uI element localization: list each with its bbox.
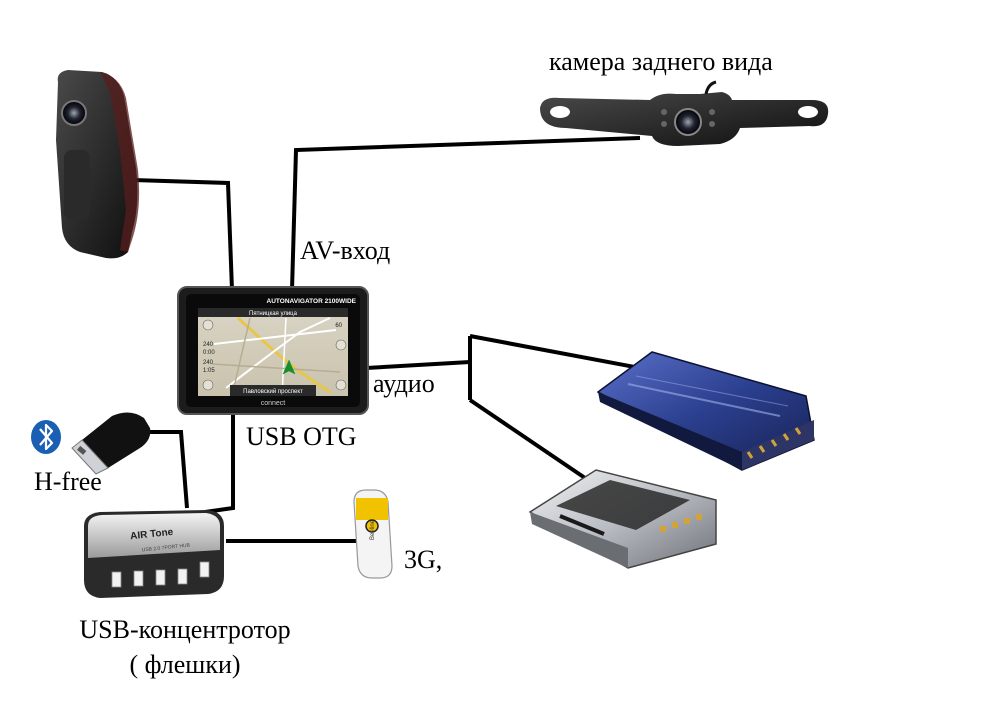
label-audio: аудио: [373, 369, 435, 398]
rear-camera-lens: [674, 108, 702, 136]
usb-port[interactable]: [111, 571, 122, 588]
label-av-input: AV-вход: [300, 236, 391, 265]
line-bluetooth-dongle: [147, 430, 189, 509]
blue-amplifier: [596, 351, 815, 471]
navigator-readout: 60: [335, 323, 342, 329]
line-amp-silver: [468, 398, 590, 482]
mini-camera: [56, 70, 140, 259]
mini-camera-lens: [61, 100, 87, 126]
usb-hub: AIR Tone USB 2.0 7PORT HUB: [84, 510, 224, 598]
line-rear-camera: [290, 136, 641, 291]
label-3g: 3G,: [404, 545, 443, 574]
navigator-button[interactable]: [202, 319, 214, 331]
3g-modem: Beeline: [353, 489, 393, 579]
modem-brand: Beeline: [370, 519, 376, 540]
navigator-position-arrow: [282, 359, 296, 375]
line-audio-trunk: [365, 360, 471, 370]
usb-hub-ports: [111, 561, 210, 588]
bluetooth-icon: [31, 420, 61, 454]
gps-navigator: AUTONAVIGATOR 2100WIDE Пятницкая улица 6…: [177, 286, 369, 415]
label-usb-hub-note: ( флешки): [129, 650, 241, 679]
usb-port[interactable]: [133, 570, 144, 587]
rear-view-camera: [540, 80, 829, 146]
usb-hub-brand: AIR Tone: [130, 527, 174, 542]
navigator-readouts: 60 240 0:00 240 1:05: [203, 323, 343, 374]
line-usb-otg: [204, 412, 235, 514]
label-usb-otg: USB OTG: [246, 422, 357, 451]
label-rear-camera: камера заднего вида: [549, 47, 773, 76]
usb-hub-caption: USB 2.0 7PORT HUB: [141, 542, 190, 553]
navigator-maker: connect: [261, 400, 286, 407]
navigator-button[interactable]: [335, 379, 347, 391]
silver-amplifier: [528, 469, 717, 569]
navigator-readout: 240: [203, 360, 214, 366]
navigator-readout: 240: [203, 342, 214, 348]
navigator-street-top: Пятницкая улица: [249, 311, 298, 317]
label-h-free: H-free: [34, 467, 102, 496]
label-usb-hub: USB-концентротор: [79, 615, 291, 644]
navigator-brand: AUTONAVIGATOR 2100WIDE: [267, 298, 357, 305]
bluetooth-dongle: [71, 412, 151, 475]
usb-port[interactable]: [177, 568, 188, 585]
line-amp-blue: [469, 334, 641, 370]
navigator-readout: 1:05: [203, 368, 215, 374]
navigator-street-bottom: Павловский проспект: [243, 388, 303, 395]
usb-port[interactable]: [199, 561, 210, 578]
usb-port[interactable]: [155, 569, 166, 586]
navigator-readout: 0:00: [203, 350, 215, 356]
connection-lines: [132, 136, 641, 543]
line-mini-camera: [132, 178, 234, 291]
navigator-button[interactable]: [202, 379, 214, 391]
navigator-button[interactable]: [335, 339, 347, 351]
navigator-map-roads: [211, 316, 341, 397]
